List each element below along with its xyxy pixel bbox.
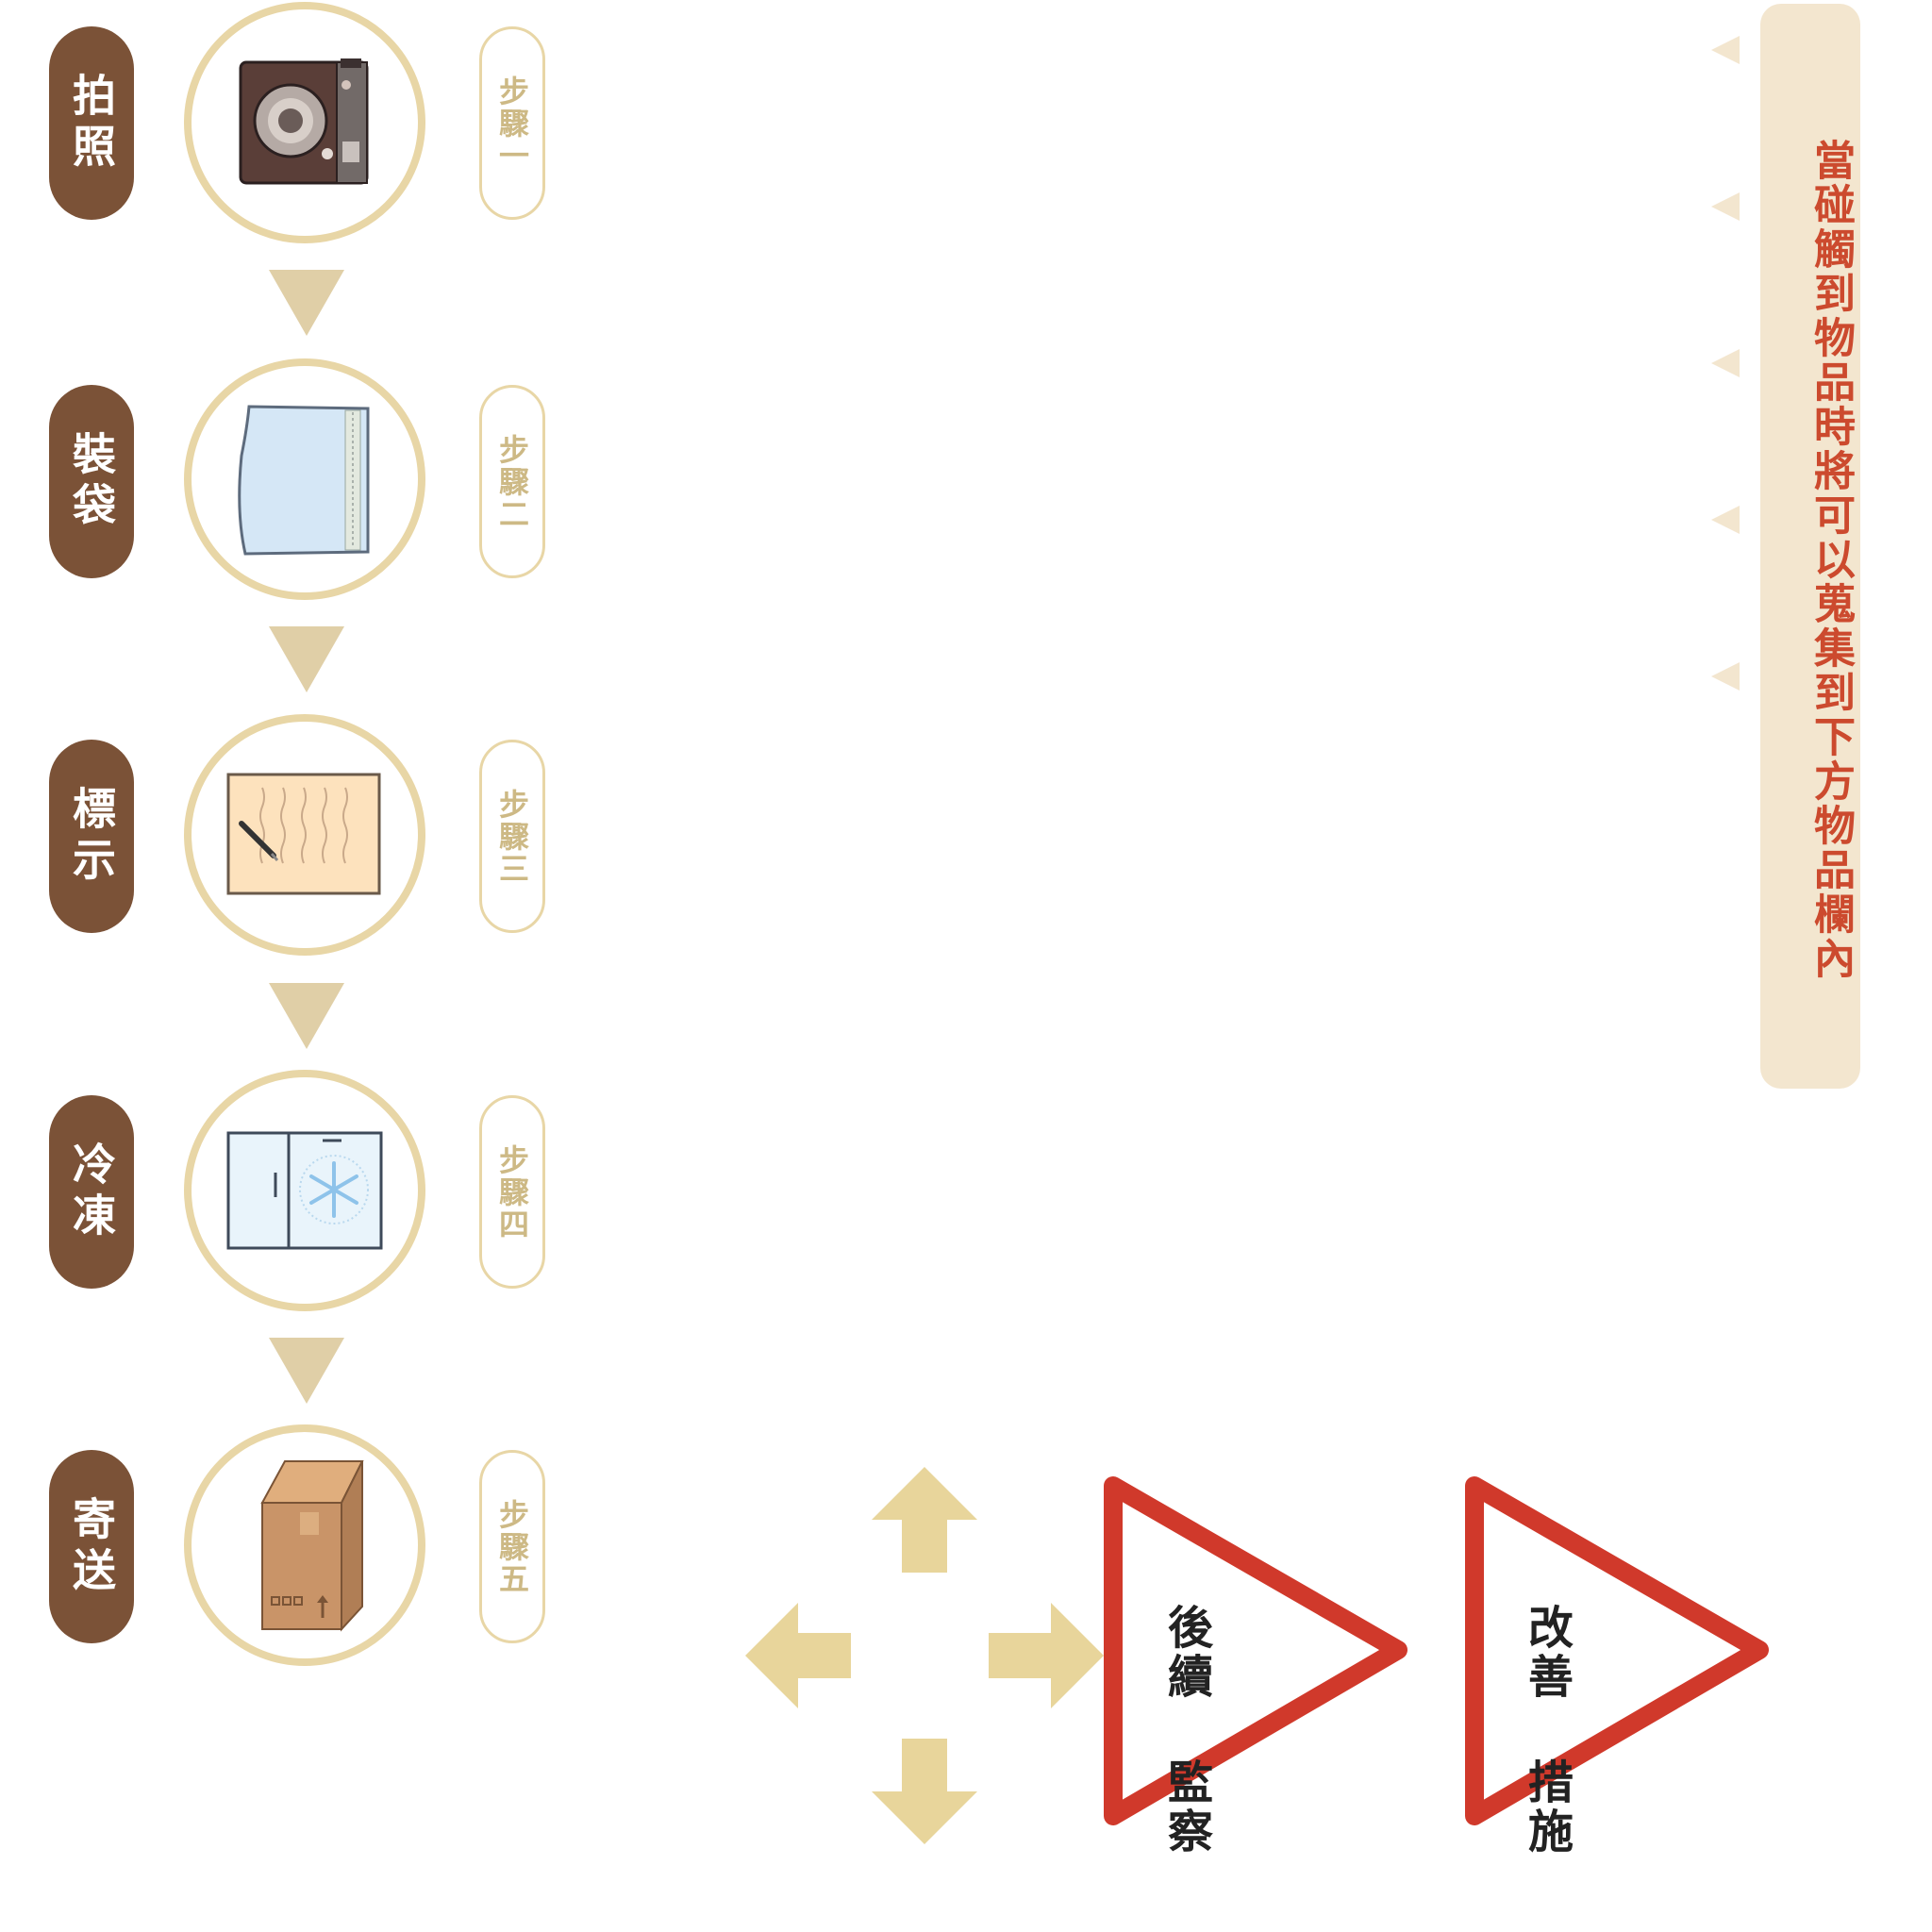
down-arrow-icon: [269, 983, 344, 1049]
left-triangle-icon: [1711, 662, 1740, 691]
step-2-name: 裝袋: [49, 385, 134, 578]
label-icon: [226, 773, 381, 895]
banner-text: 當碰觸到物品時將可以蒐集到下方物品欄內: [1807, 138, 1855, 981]
box-icon: [260, 1460, 364, 1632]
down-arrow-icon: [269, 626, 344, 692]
step-5-name: 寄送: [49, 1450, 134, 1643]
arrow-up-icon[interactable]: [872, 1467, 977, 1573]
step-1-label: 步驟一: [479, 26, 545, 220]
improve-sign-icon[interactable]: [1456, 1467, 1776, 1835]
improve-label: 改善 措施: [1520, 1604, 1573, 1857]
step-3-name: 標示: [49, 740, 134, 933]
collect-hint-banner: 當碰觸到物品時將可以蒐集到下方物品欄內: [1760, 4, 1860, 1089]
step-2-circle[interactable]: [184, 358, 425, 600]
follow-up-label: 後續 監察: [1159, 1604, 1212, 1857]
left-triangle-icon: [1711, 192, 1740, 221]
step-4-label: 步驟四: [479, 1095, 545, 1289]
arrow-left-icon[interactable]: [745, 1603, 851, 1708]
down-arrow-icon: [269, 1338, 344, 1404]
freezer-icon: [226, 1131, 383, 1250]
left-triangle-icon: [1711, 349, 1740, 377]
step-3-label: 步驟三: [479, 740, 545, 933]
arrow-right-icon[interactable]: [989, 1603, 1104, 1708]
left-triangle-icon: [1711, 36, 1740, 64]
step-1-circle[interactable]: [184, 2, 425, 243]
down-arrow-icon: [269, 270, 344, 336]
camera-icon: [239, 58, 369, 185]
step-3-circle[interactable]: [184, 714, 425, 956]
step-5-circle[interactable]: [184, 1424, 425, 1666]
step-2-label: 步驟二: [479, 385, 545, 578]
step-4-name: 冷凍: [49, 1095, 134, 1289]
step-5-label: 步驟五: [479, 1450, 545, 1643]
step-4-circle[interactable]: [184, 1070, 425, 1311]
step-1-name: 拍照: [49, 26, 134, 220]
follow-up-sign-icon[interactable]: [1094, 1467, 1415, 1835]
left-triangle-icon: [1711, 506, 1740, 534]
bag-icon: [238, 405, 370, 556]
arrow-down-icon[interactable]: [872, 1739, 977, 1844]
direction-pad[interactable]: [745, 1467, 1104, 1844]
